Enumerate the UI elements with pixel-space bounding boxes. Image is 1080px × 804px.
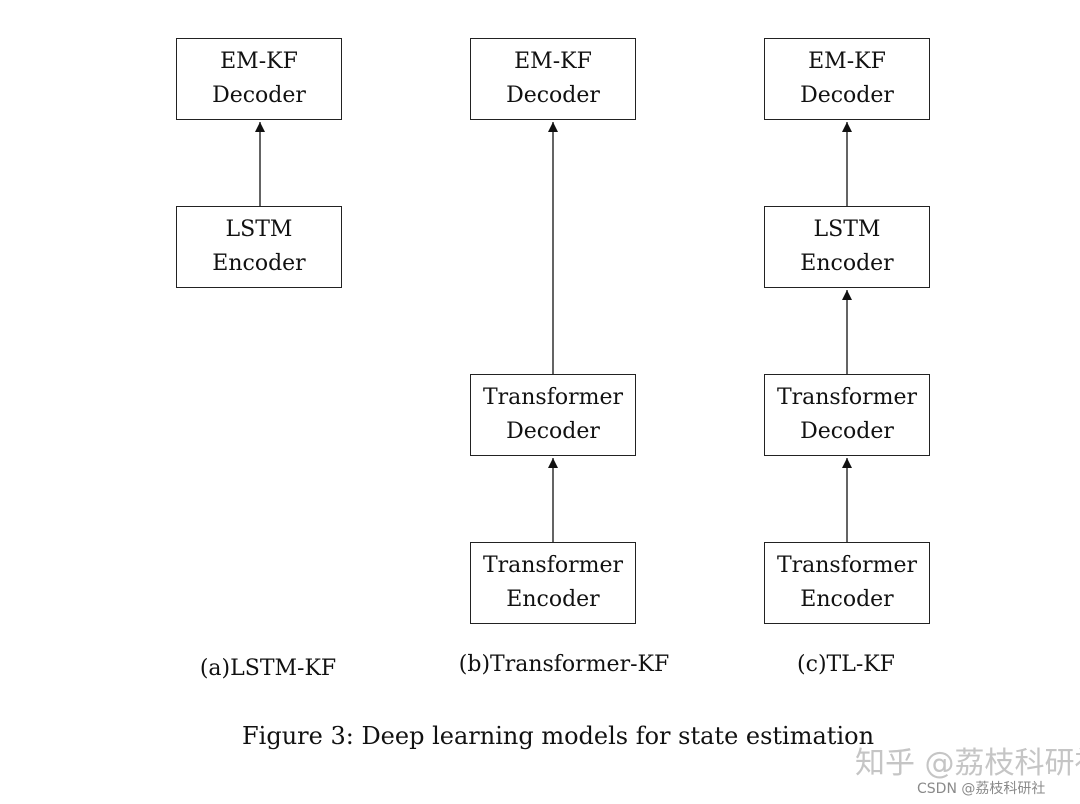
a-emkf-decoder-box: EM-KF Decoder: [176, 38, 342, 120]
c-transformer-decoder-box: Transformer Decoder: [764, 374, 930, 456]
box-line: Encoder: [800, 251, 894, 276]
box-line: Decoder: [800, 419, 894, 444]
figure-caption: Figure 3: Deep learning models for state…: [242, 722, 875, 750]
box-line: Encoder: [800, 587, 894, 612]
box-line: Encoder: [212, 251, 306, 276]
box-line: Decoder: [212, 83, 306, 108]
box-line: LSTM: [225, 217, 293, 242]
b-emkf-decoder-box: EM-KF Decoder: [470, 38, 636, 120]
c-lstm-encoder-box: LSTM Encoder: [764, 206, 930, 288]
c-emkf-decoder-box: EM-KF Decoder: [764, 38, 930, 120]
box-line: Decoder: [506, 419, 600, 444]
box-line: Transformer: [776, 385, 918, 410]
c-transformer-encoder-box: Transformer Encoder: [764, 542, 930, 624]
b-transformer-decoder-box: Transformer Decoder: [470, 374, 636, 456]
b-transformer-encoder-box: Transformer Encoder: [470, 542, 636, 624]
box-line: Transformer: [776, 553, 918, 578]
label-c: (c)TL-KF: [797, 652, 895, 677]
box-line: EM-KF: [220, 49, 298, 74]
box-line: Transformer: [482, 385, 624, 410]
box-line: EM-KF: [808, 49, 886, 74]
box-line: EM-KF: [514, 49, 592, 74]
watermark-main: 知乎 @荔枝科研社: [855, 746, 1080, 781]
box-line: Encoder: [506, 587, 600, 612]
box-line: LSTM: [813, 217, 881, 242]
box-line: Transformer: [482, 553, 624, 578]
label-b: (b)Transformer-KF: [458, 652, 670, 677]
box-line: Decoder: [800, 83, 894, 108]
watermark-sub: CSDN @荔枝科研社: [917, 781, 1046, 797]
a-lstm-encoder-box: LSTM Encoder: [176, 206, 342, 288]
box-line: Decoder: [506, 83, 600, 108]
label-a: (a)LSTM-KF: [199, 656, 337, 681]
